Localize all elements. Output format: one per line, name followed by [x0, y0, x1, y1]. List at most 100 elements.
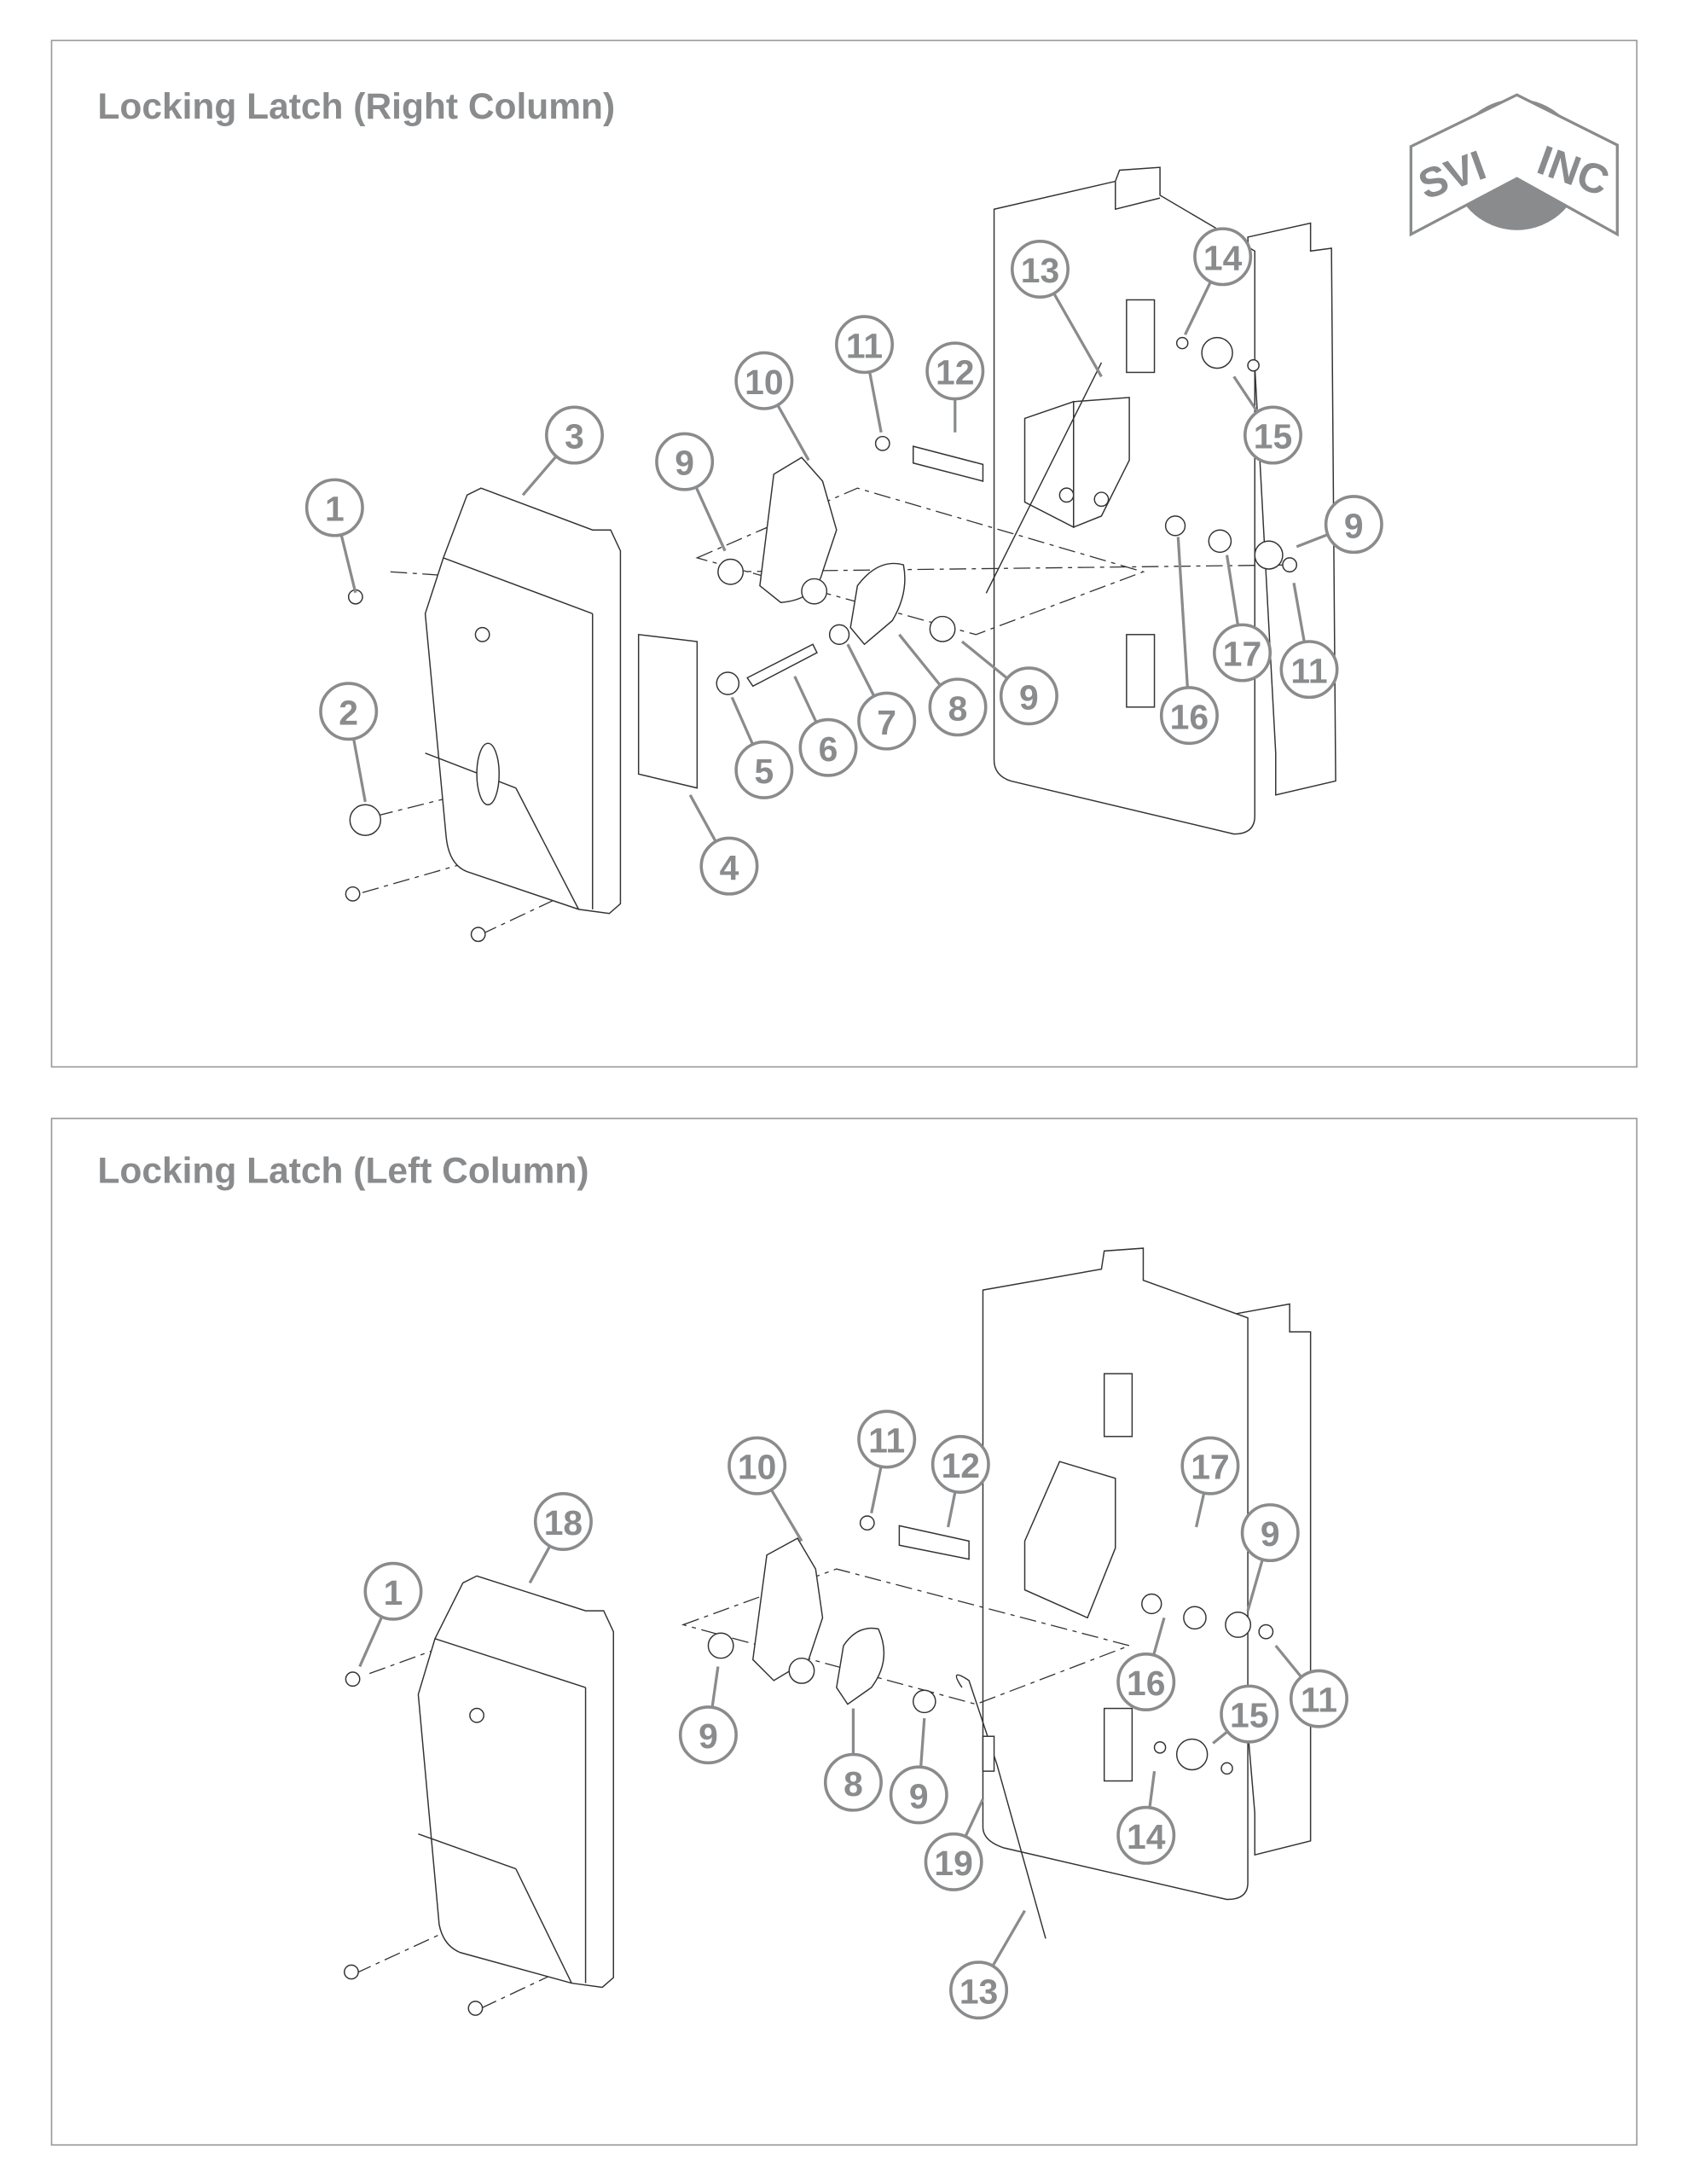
callout-8: 8	[898, 633, 988, 737]
callout-circle	[545, 405, 604, 465]
cable	[985, 362, 1103, 594]
callout-circle	[655, 432, 715, 491]
callout-number: 11	[846, 326, 883, 365]
leader-line	[521, 455, 558, 497]
callout-number: 10	[745, 363, 783, 402]
callout-number: 9	[1261, 1514, 1280, 1554]
screw	[474, 626, 490, 642]
callout-circle	[1011, 240, 1070, 299]
callout-circle	[857, 691, 917, 751]
callout-8: 8	[823, 1708, 883, 1812]
callout-circle	[999, 666, 1058, 726]
callout-14: 14	[1184, 227, 1253, 336]
leader-line	[769, 1489, 803, 1542]
callout-circle	[798, 717, 858, 777]
callout-10: 10	[734, 351, 810, 462]
leader-line	[1225, 555, 1240, 626]
leader-line	[1152, 1617, 1166, 1656]
leader-line	[919, 1717, 926, 1768]
callout-3: 3	[521, 405, 604, 497]
leader-line	[528, 1545, 552, 1584]
callout-4: 4	[688, 794, 759, 896]
leader-line	[1246, 1559, 1264, 1612]
latch-arm	[751, 1537, 824, 1682]
e-clip	[874, 435, 890, 451]
callout-circle	[1240, 1503, 1300, 1563]
callout-circle	[1180, 1436, 1240, 1496]
callout-6: 6	[793, 676, 858, 777]
leader-line	[1274, 1644, 1303, 1678]
torsion-spring	[1164, 515, 1186, 537]
callout-circle	[1324, 495, 1383, 555]
callout-circle	[857, 1409, 917, 1469]
callout-number: 1	[325, 490, 345, 529]
cover-plate	[424, 487, 622, 915]
callout-number: 16	[1170, 697, 1209, 736]
callout-circle	[928, 677, 988, 737]
leader-line	[1176, 537, 1190, 688]
spring-bushing	[1208, 529, 1232, 554]
callout-circle	[1159, 686, 1219, 746]
callout-15: 15	[1232, 375, 1302, 465]
callout-7: 7	[846, 643, 917, 751]
cable	[955, 1674, 1046, 1939]
leader-line	[730, 696, 755, 746]
callout-1: 1	[304, 478, 364, 594]
leader-line	[947, 1491, 957, 1528]
callout-circle	[1220, 1684, 1279, 1744]
callout-number: 14	[1127, 1817, 1166, 1856]
callout-circle	[533, 1491, 593, 1551]
leader-line	[694, 486, 727, 552]
washer	[929, 615, 956, 642]
column-upright	[993, 166, 1336, 835]
leader-line	[1052, 293, 1103, 378]
leader-line	[991, 1909, 1026, 1967]
callout-5: 5	[730, 696, 794, 799]
panel-left-column: Locking Latch (Left Column)	[50, 1118, 1638, 2146]
callout-number: 8	[948, 688, 968, 728]
callout-number: 17	[1223, 635, 1261, 674]
leader-line	[1232, 375, 1259, 413]
callout-circle	[728, 1436, 787, 1496]
callout-number: 8	[844, 1764, 863, 1804]
callout-number: 11	[1301, 1681, 1337, 1720]
callout-12: 12	[925, 341, 985, 433]
leader-line	[846, 643, 876, 697]
callout-10: 10	[728, 1436, 803, 1542]
callout-16: 16	[1116, 1617, 1176, 1711]
callout-circle	[304, 478, 364, 537]
callout-circle	[1289, 1669, 1348, 1728]
callout-circle	[823, 1752, 883, 1812]
bushing	[716, 671, 740, 695]
column-upright	[982, 1247, 1312, 1901]
roller	[1201, 336, 1233, 369]
callout-9: 9	[960, 640, 1058, 726]
leader-line	[1194, 1492, 1206, 1528]
callout-circle	[319, 682, 379, 741]
callout-circle	[889, 1765, 948, 1825]
callout-number: 19	[934, 1844, 972, 1883]
callout-18: 18	[528, 1491, 593, 1584]
callout-circle	[363, 1561, 423, 1621]
leader-line	[688, 794, 717, 843]
callout-number: 12	[942, 1446, 980, 1485]
callout-17: 17	[1180, 1436, 1240, 1528]
callout-number: 9	[675, 444, 694, 483]
callout-number: 1	[384, 1573, 403, 1612]
leader-line	[960, 640, 1009, 680]
callout-number: 17	[1191, 1448, 1229, 1487]
leader-line	[352, 738, 367, 803]
callout-circle	[734, 351, 794, 410]
latch-cam	[836, 1627, 885, 1705]
callout-number: 7	[877, 703, 896, 742]
callout-number: 10	[738, 1448, 776, 1487]
callout-11: 11	[857, 1409, 917, 1514]
callout-1: 1	[358, 1561, 423, 1668]
callout-circle	[1116, 1652, 1176, 1711]
callout-number: 15	[1230, 1696, 1268, 1735]
callout-number: 2	[339, 693, 358, 732]
callout-circle	[699, 836, 759, 896]
cover-plate	[417, 1575, 615, 1989]
